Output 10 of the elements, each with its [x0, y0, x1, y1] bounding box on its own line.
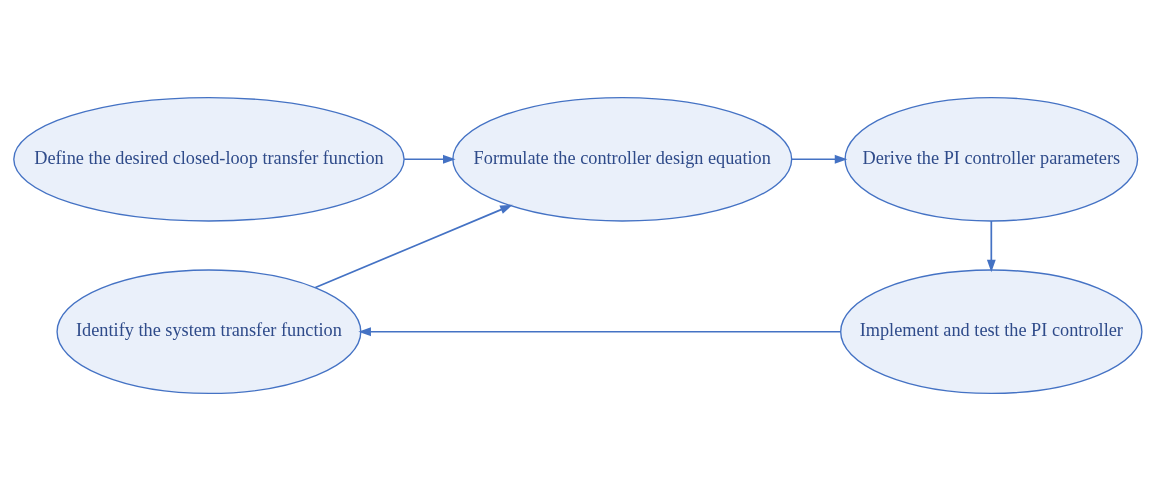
arrow: [403, 154, 456, 164]
node-ellipse: Implement and test the PI controller: [840, 269, 1143, 395]
node-ellipse: Identify the system transfer function: [56, 269, 362, 395]
node-ellipse: Formulate the controller design equation: [452, 96, 793, 222]
node-ellipse: Define the desired closed-loop transfer function: [13, 96, 405, 222]
arrow: [790, 154, 848, 164]
arrow: [314, 204, 513, 289]
arrow: [358, 327, 842, 337]
arrow: [986, 220, 996, 273]
node-ellipse: Derive the PI controller parameters: [844, 96, 1139, 222]
